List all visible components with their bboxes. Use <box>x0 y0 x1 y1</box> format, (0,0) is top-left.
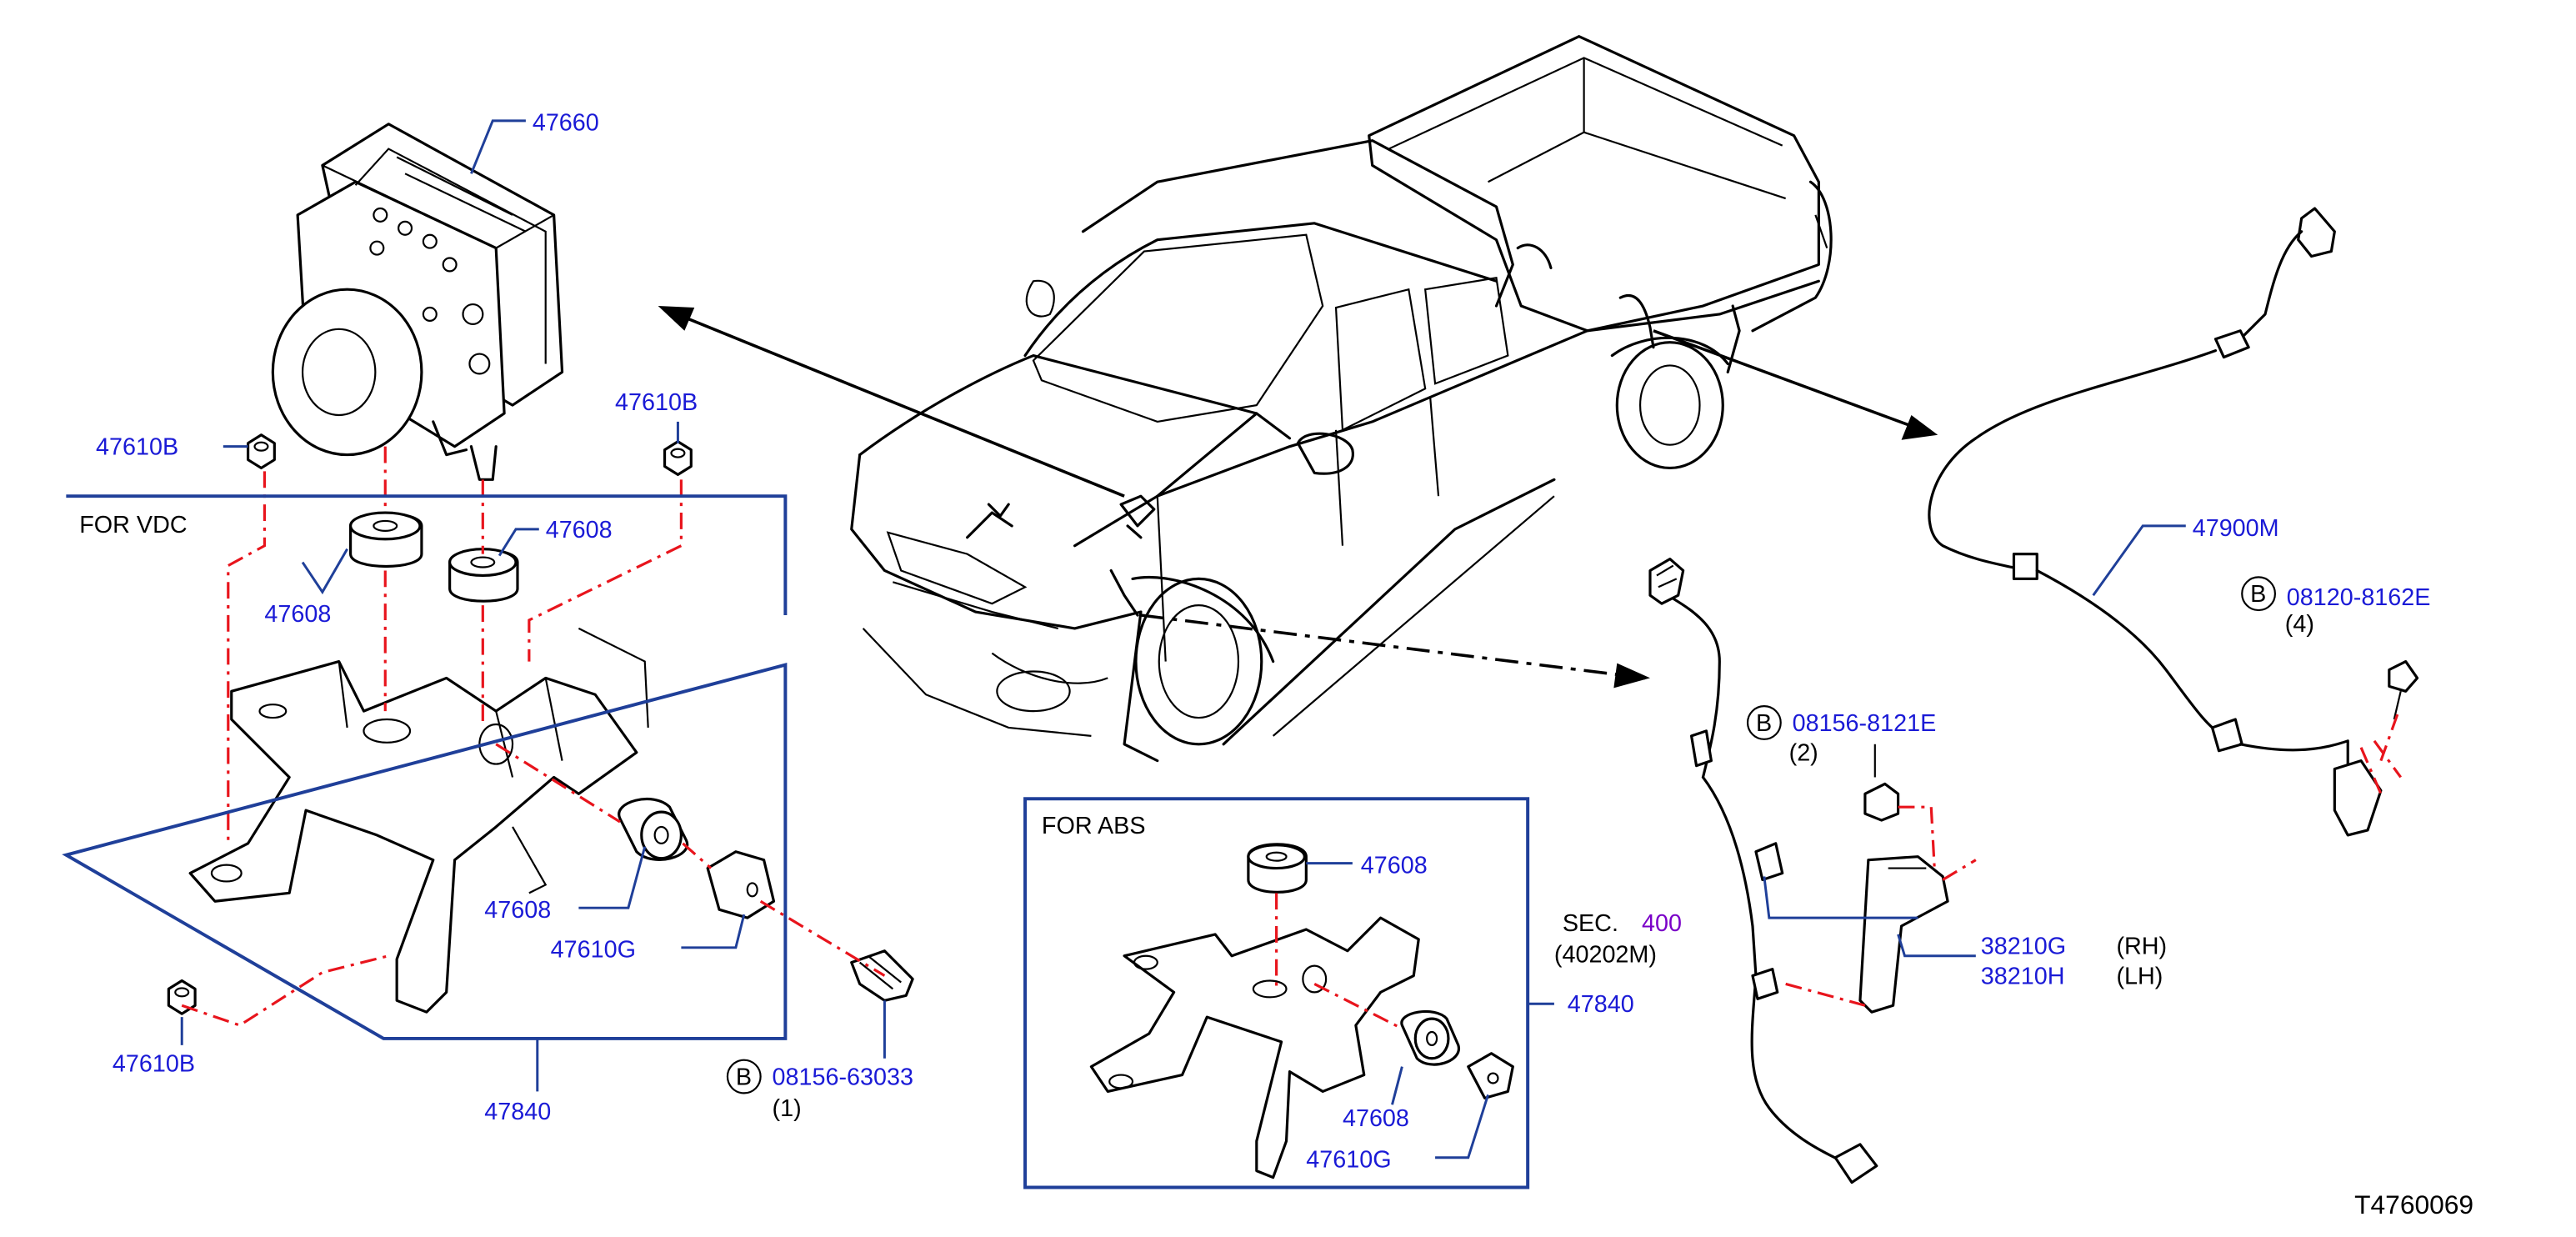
side-lh: (LH) <box>2116 963 2163 989</box>
pickup-truck-illustration <box>850 35 1833 763</box>
part-47610b-bottom: 47610B <box>113 1051 195 1078</box>
bolt-b4-number: 08120-8162E <box>2287 584 2431 611</box>
rear-wheel-sensor <box>1928 207 2419 837</box>
abs-parts <box>1089 843 1514 1179</box>
bolt-b1-number: 08156-63033 <box>773 1064 913 1090</box>
bolt-marker-b4 <box>2241 576 2277 612</box>
part-38210g: 38210G <box>1981 934 2066 960</box>
abs-actuator-unit <box>271 123 564 481</box>
bolt-icon <box>2388 659 2419 693</box>
arrow-to-front-sensor <box>1140 613 1646 680</box>
part-47610b-top-left: 47610B <box>96 434 178 461</box>
bolt-b1-qty: (1) <box>773 1095 802 1122</box>
figure-id: T4760069 <box>2354 1189 2473 1219</box>
abs-group-box <box>1023 797 1530 1189</box>
bolt-b2-qty: (2) <box>1789 740 1818 767</box>
leader-lines <box>180 119 2186 1159</box>
arrow-to-rear-sensor <box>1653 329 1932 435</box>
section-number: 400 <box>1642 910 1682 937</box>
washer-icon <box>1467 1052 1514 1099</box>
bolt-b2-number: 08156-8121E <box>1793 710 1937 737</box>
sensor-bracket <box>1785 744 1977 1014</box>
part-47610b-top-right: 47610B <box>615 389 698 416</box>
bolt-b4-qty: (4) <box>2285 611 2314 638</box>
callout-arrows <box>658 306 1938 689</box>
part-47608-vdc-left: 47608 <box>264 601 331 628</box>
vdc-group-title: FOR VDC <box>79 512 187 538</box>
bolt-marker-b1 <box>726 1059 762 1094</box>
arrow-to-actuator <box>663 308 1125 498</box>
bolt-b4-marker: B <box>2250 581 2266 608</box>
section-prefix: SEC. <box>1563 910 1618 937</box>
bolt-b2-marker: B <box>1756 710 1772 737</box>
vdc-parts <box>167 433 914 1027</box>
bracket-icon <box>188 659 638 1014</box>
part-47610g-abs: 47610G <box>1306 1147 1391 1174</box>
part-47608-abs-top: 47608 <box>1361 853 1428 879</box>
part-47660: 47660 <box>533 110 599 137</box>
section-sub: (40202M) <box>1554 942 1657 969</box>
side-rh: (RH) <box>2116 934 2167 960</box>
front-wheel-sensor <box>1648 557 1878 1184</box>
part-38210h: 38210H <box>1981 963 2065 989</box>
part-47608-abs-bushing: 47608 <box>1343 1105 1409 1132</box>
labels: FOR VDC FOR ABS 47660 47610B 47610B 4760… <box>79 110 2473 1219</box>
part-47610g-vdc: 47610G <box>551 937 636 964</box>
part-47900m: 47900M <box>2193 515 2279 542</box>
bolt-marker-b2 <box>1746 705 1782 740</box>
part-47840-abs: 47840 <box>1568 991 1634 1018</box>
washer-icon <box>706 850 776 919</box>
part-47608-vdc-bushing: 47608 <box>484 897 551 924</box>
part-47608-vdc-right: 47608 <box>546 517 613 543</box>
abs-group-title: FOR ABS <box>1042 813 1146 839</box>
bracket-icon <box>1089 916 1420 1179</box>
bolt-icon <box>1863 782 1900 822</box>
bolt-b1-marker: B <box>736 1064 752 1090</box>
vdc-group-box <box>62 494 788 1040</box>
part-47840-vdc: 47840 <box>484 1099 551 1125</box>
